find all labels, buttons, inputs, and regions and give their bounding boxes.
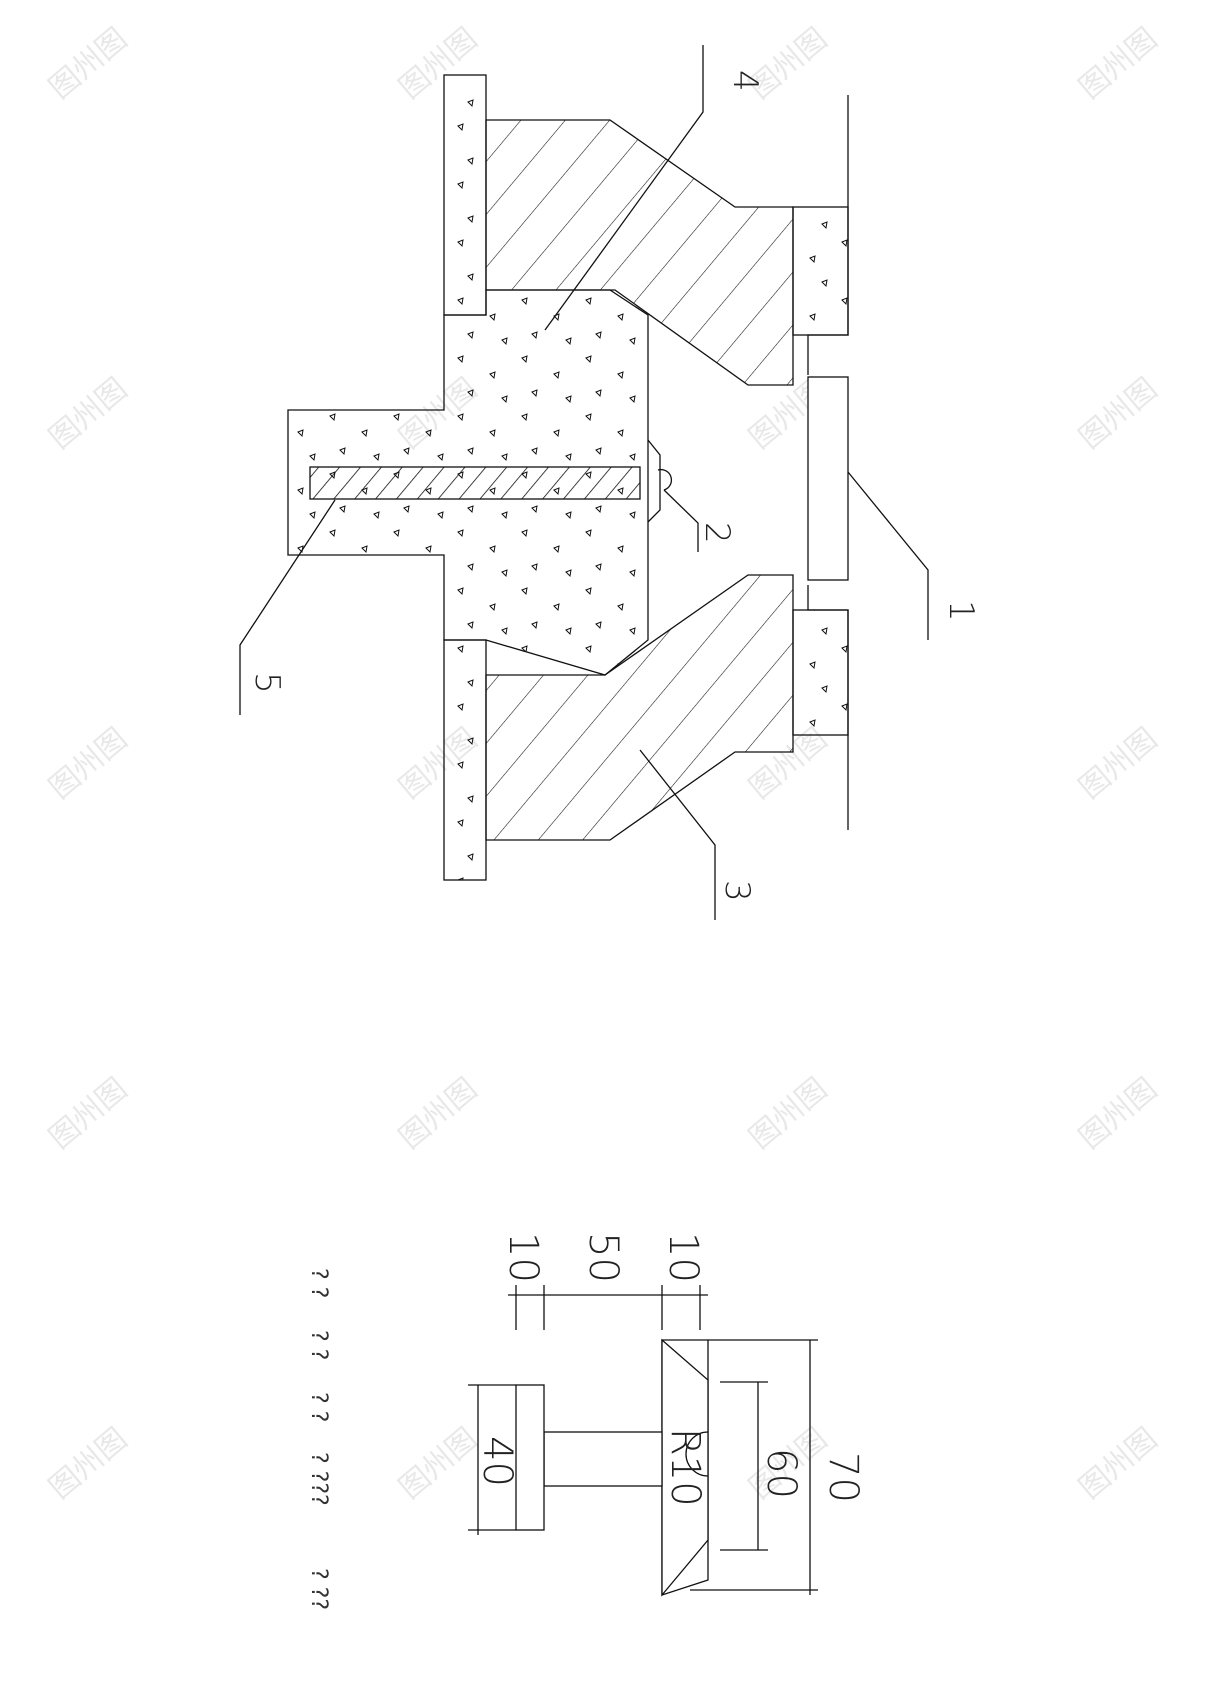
watermark-text: 图州图: [43, 21, 134, 106]
bolt-part-detail: 70 60 R10 40 10 50 10: [468, 1232, 866, 1597]
watermark-text: 图州图: [1073, 1071, 1164, 1156]
flange-plate-top: [443, 74, 487, 316]
bolt-shank: [543, 1431, 663, 1487]
wall-pad-top: [792, 206, 849, 336]
watermark-text: 图州图: [393, 1071, 484, 1156]
note-3: ? ?: [306, 1392, 331, 1422]
watermark-text: 图州图: [43, 371, 134, 456]
leader-3: [639, 749, 716, 920]
wall-pad-bottom: [792, 609, 849, 736]
dim-10-bottom: 10: [500, 1232, 546, 1283]
watermark-text: 图州图: [43, 1421, 134, 1506]
watermark-text: 图州图: [43, 1071, 134, 1156]
watermark-text: 图州图: [743, 21, 834, 106]
dim-50: 50: [580, 1232, 626, 1283]
note-4: ? ???: [306, 1452, 331, 1506]
watermark-text: 图州图: [743, 1071, 834, 1156]
watermark-text: 图州图: [1073, 1421, 1164, 1506]
dim-70: 70: [820, 1452, 866, 1503]
notes-column: ? ? ? ? ? ? ? ??? ? ??: [306, 1268, 331, 1610]
dim-r10: R10: [662, 1428, 708, 1507]
bolt-end-plate: [515, 1384, 545, 1531]
callout-2: 2: [697, 522, 737, 544]
section-detail: 1 2 3 4 5: [239, 45, 981, 920]
flange-plate-bottom: [443, 639, 487, 881]
dim-10-top: 10: [660, 1232, 706, 1283]
note-2: ? ?: [306, 1330, 331, 1360]
watermark-text: 图州图: [1073, 21, 1164, 106]
anchor-rod: [309, 466, 641, 500]
note-5: ? ??: [306, 1568, 331, 1610]
leader-5: [239, 499, 336, 715]
leader-1: [847, 471, 929, 640]
bolt-head-face: [661, 1338, 709, 1597]
leader-4: [544, 45, 704, 331]
callout-5: 5: [247, 672, 287, 694]
watermark-text: 图州图: [43, 721, 134, 806]
dim-60: 60: [758, 1448, 804, 1499]
watermark-text: 图州图: [1073, 721, 1164, 806]
rod-nut-curve: [657, 468, 673, 491]
callout-1: 1: [941, 600, 981, 622]
callout-4: 4: [725, 70, 765, 92]
rod-nut: [647, 439, 661, 523]
watermark-text: 图州图: [1073, 371, 1164, 456]
leader-2: [663, 489, 699, 552]
callout-3: 3: [717, 880, 757, 902]
anchor-plate: [807, 376, 849, 581]
note-1: ? ?: [306, 1268, 331, 1298]
hatched-filler-bottom: [485, 574, 794, 841]
dim-40: 40: [474, 1436, 520, 1487]
watermark-text: 图州图: [393, 1421, 484, 1506]
radius-arc: [685, 1431, 709, 1477]
